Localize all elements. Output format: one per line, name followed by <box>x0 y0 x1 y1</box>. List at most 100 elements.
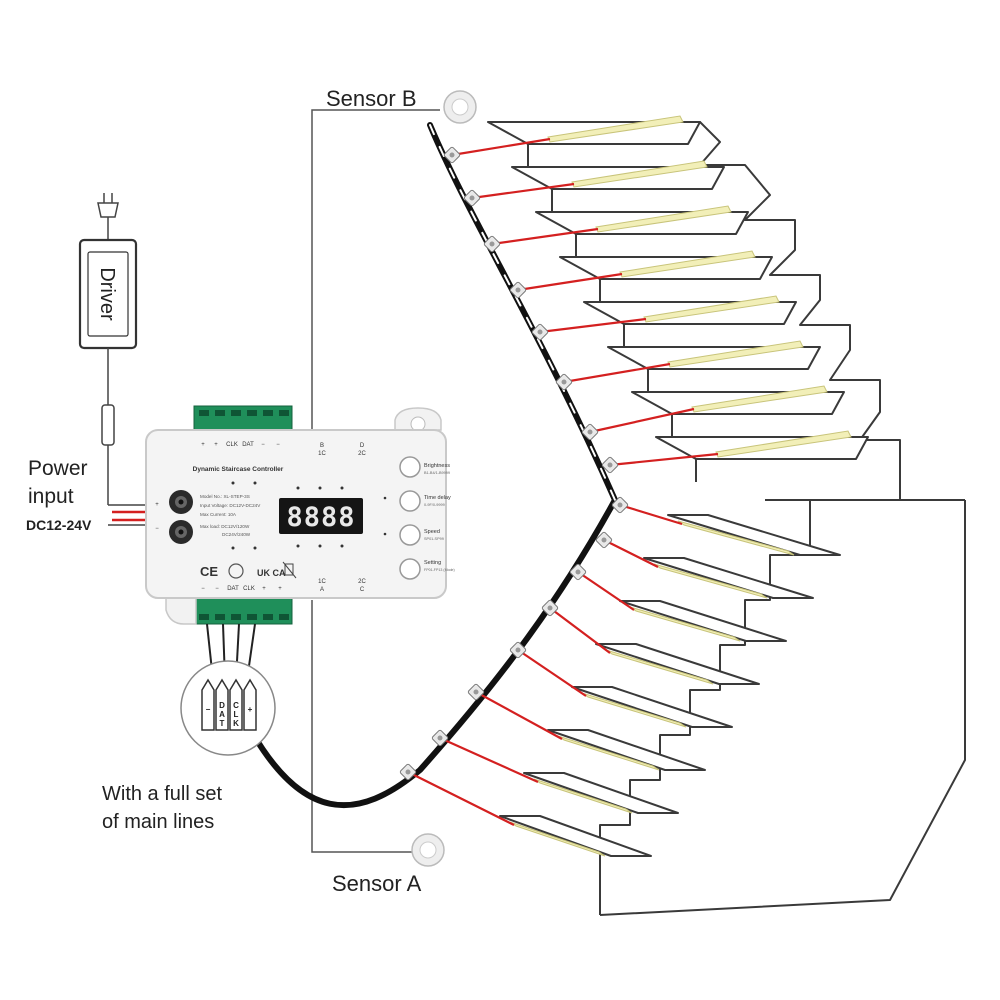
sensor-b <box>443 90 477 124</box>
button-label: Speed <box>424 529 440 535</box>
upper-step <box>487 115 701 167</box>
terminal-label: 2C <box>358 451 366 457</box>
connector-icon <box>509 641 527 659</box>
connector-icon <box>463 189 481 207</box>
upper-step <box>607 340 821 392</box>
button-icon[interactable] <box>399 524 421 546</box>
upper-step <box>583 295 797 347</box>
power-input-label-2: input <box>28 485 74 508</box>
ce-mark-icon: CE <box>200 564 218 579</box>
power-input-label-1: Power <box>28 457 88 480</box>
terminal-label: + <box>262 586 266 592</box>
red-lead <box>589 407 695 434</box>
terminal-label: C <box>360 587 365 593</box>
connector-icon <box>595 531 613 549</box>
lower-block-outline <box>599 500 966 916</box>
connector-icon <box>569 563 587 581</box>
red-lead <box>609 452 719 467</box>
sensor-a-label: Sensor A <box>332 871 422 896</box>
upper-step <box>655 430 869 482</box>
eco-icon <box>228 563 244 579</box>
time-delay-button[interactable]: Time delay 0-9F/0-9999 <box>399 490 451 512</box>
terminal-label: 1C <box>318 579 326 585</box>
led-strip <box>547 115 684 143</box>
speed-button[interactable]: Speed SP01-SP99 <box>399 524 444 546</box>
upper-flight-side <box>488 121 965 501</box>
red-lead <box>539 317 647 334</box>
button-sub: B1-B4/1-B9999 <box>424 471 450 475</box>
button-label: Time delay <box>424 495 451 501</box>
upper-step <box>559 250 773 302</box>
connector-icon <box>483 235 501 253</box>
connector-icon <box>611 496 629 514</box>
red-lead <box>491 227 599 246</box>
terminal-label: CLK <box>226 442 238 448</box>
button-sub: SP01-SP99 <box>424 537 444 541</box>
lower-step <box>667 514 841 556</box>
terminal-label: DAT <box>242 442 254 448</box>
lower-step <box>499 815 652 857</box>
terminal-label: + <box>155 502 159 508</box>
button-icon[interactable] <box>399 456 421 478</box>
terminal-label: − <box>215 586 219 592</box>
terminal-label: − <box>201 586 205 592</box>
setting-button[interactable]: Setting FP01-FP13 (Mode) <box>399 558 455 580</box>
staircase-controller: Dynamic Staircase Controller + + CLK DAT… <box>145 405 455 625</box>
terminal-label: CLK <box>243 586 255 592</box>
button-icon[interactable] <box>399 558 421 580</box>
terminal-label: + <box>201 442 205 448</box>
red-lead <box>439 736 539 784</box>
main-lines-label-2: of main lines <box>102 811 214 833</box>
ukca-mark-icon: UK CA <box>257 568 286 578</box>
sensor-a <box>411 833 445 867</box>
power-voltage-label: DC12-24V <box>26 517 92 533</box>
connector-icon <box>555 373 573 391</box>
upper-step <box>511 160 725 212</box>
bottom-terminal-block <box>193 597 293 625</box>
step-connectors <box>399 137 719 826</box>
display-digits: 8888 <box>286 502 355 533</box>
led-strip <box>619 250 756 278</box>
terminal-label: − <box>155 526 159 532</box>
main-lines-label-1: With a full set <box>102 783 222 805</box>
led-display <box>279 498 363 534</box>
connector-icon <box>431 729 449 747</box>
terminal-label: 1C <box>318 451 326 457</box>
spec-voltage: Input Voltage: DC12V-DC24V <box>200 503 261 508</box>
control-buttons: Brightness B1-B4/1-B9999 Time delay 0-9F… <box>399 456 455 580</box>
cable-label-neg: − <box>206 705 211 714</box>
cable-label-pos: + <box>248 705 253 714</box>
led-strip <box>667 340 804 368</box>
connector-icon <box>399 763 417 781</box>
upper-step <box>535 205 749 257</box>
lower-step <box>571 686 733 728</box>
driver-label: Driver <box>96 267 118 321</box>
red-lead <box>471 182 575 200</box>
button-label: Brightness <box>424 463 450 469</box>
button-sub: 0-9F/0-9999 <box>424 503 445 507</box>
button-icon[interactable] <box>399 490 421 512</box>
upper-step <box>631 385 845 437</box>
top-terminal-block <box>193 405 293 431</box>
spec-load: Max load: DC12V/120W <box>200 524 250 529</box>
terminal-label: B <box>320 443 324 449</box>
spec-model: Model No.: XL-STEP-3S <box>200 494 250 499</box>
weee-icon <box>282 561 297 579</box>
terminal-label: + <box>278 586 282 592</box>
red-lead <box>451 137 551 157</box>
terminal-label: DAT <box>227 586 239 592</box>
terminal-label: D <box>360 443 365 449</box>
connector-icon <box>467 683 485 701</box>
dc-input-jack <box>169 490 193 544</box>
connector-icon <box>541 599 559 617</box>
led-strip <box>571 160 708 188</box>
red-lead <box>407 771 515 826</box>
plug-icon <box>97 193 119 240</box>
connector-icon <box>601 456 619 474</box>
lower-step <box>595 643 760 685</box>
brightness-button[interactable]: Brightness B1-B4/1-B9999 <box>399 456 450 478</box>
sensor-b-label: Sensor B <box>326 86 417 111</box>
